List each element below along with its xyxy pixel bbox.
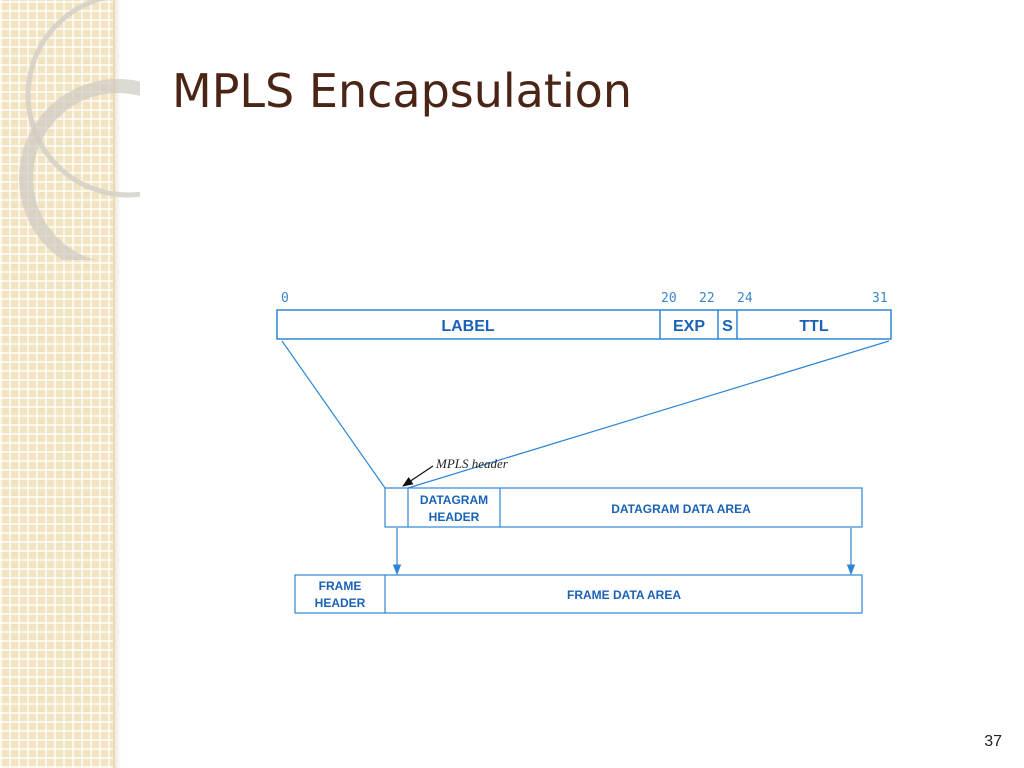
mpls-header-annotation: MPLS header [435, 456, 509, 471]
datagram-row: DATAGRAM HEADER DATAGRAM DATA AREA [384, 487, 863, 528]
bit-position-20: 20 [661, 291, 677, 306]
bit-position-24: 24 [737, 291, 753, 306]
decorative-rings [19, 0, 140, 260]
datagram-header-label-line1: DATAGRAM [420, 493, 488, 507]
bit-position-0: 0 [281, 291, 289, 306]
expansion-line-left [281, 340, 386, 489]
label-field: LABEL [441, 318, 495, 335]
frame-row: FRAME HEADER FRAME DATA AREA [294, 574, 863, 614]
frame-box [294, 574, 863, 614]
bit-position-22: 22 [699, 291, 715, 306]
decorative-side-strip [0, 0, 115, 768]
frame-header-label-line2: HEADER [315, 596, 366, 610]
expansion-line-right [407, 340, 890, 489]
mpls-header-format: LABEL EXP S TTL [276, 309, 892, 340]
bit-position-31: 31 [872, 291, 888, 306]
side-strip-shadow [115, 0, 121, 768]
exp-field: EXP [673, 318, 705, 335]
ttl-field: TTL [799, 318, 829, 335]
s-field: S [722, 318, 733, 335]
mpls-header-pointer [402, 465, 434, 487]
frame-data-area-label: FRAME DATA AREA [567, 588, 681, 602]
mpls-header-format-box [276, 309, 892, 340]
decorative-ring-large [25, 0, 140, 198]
page-title: MPLS Encapsulation [172, 64, 632, 118]
frame-header-label-line1: FRAME [319, 579, 362, 593]
decorative-ring-thick [19, 79, 140, 260]
slide-number: 37 [984, 733, 1002, 750]
datagram-box [384, 487, 863, 528]
datagram-data-area-label: DATAGRAM DATA AREA [611, 502, 751, 516]
datagram-header-label-line2: HEADER [429, 510, 480, 524]
